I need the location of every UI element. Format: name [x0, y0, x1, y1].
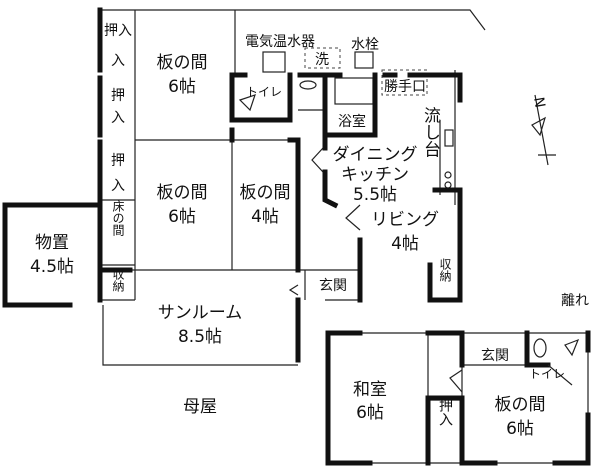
water-heater-label: 電気温水器	[245, 34, 315, 50]
room-itanoma-small: 板の間	[240, 183, 291, 203]
back-door-label: 勝手口	[384, 79, 426, 95]
annex-label: 離れ	[561, 292, 589, 309]
room-storage-size: 4.5帖	[30, 257, 74, 277]
room-washitsu: 和室	[353, 380, 387, 400]
main-house-walls	[2, 7, 463, 363]
tokonoma-label: 床の間	[111, 200, 125, 236]
room-sunroom-size: 8.5帖	[178, 327, 222, 347]
room-annex-itanoma: 板の間	[495, 395, 546, 415]
main-house-thin-walls	[100, 9, 486, 366]
oshiire-1: 押入 入	[104, 23, 132, 69]
bath-label: 浴室	[338, 113, 366, 130]
closet-label: 収納	[111, 268, 125, 292]
kitchen-label: キッチン	[341, 165, 409, 185]
annex-closet-label: 押入	[437, 398, 453, 426]
annex-walls	[325, 330, 591, 466]
room-washitsu-size: 6帖	[356, 403, 384, 423]
oshiire-3: 押	[111, 153, 125, 169]
annex-toilet-label: トイレ	[529, 367, 565, 381]
faucet-label: 水栓	[351, 37, 379, 53]
annex-entrance-label: 玄関	[481, 347, 509, 364]
compass-north: N	[530, 96, 548, 109]
oshiire-3b: 入	[111, 178, 125, 194]
room-sunroom: サンルーム	[158, 303, 243, 323]
room-itanoma-top: 板の間	[157, 53, 208, 73]
room-itanoma-mid: 板の間	[157, 183, 208, 203]
room-annex-itanoma-size: 6帖	[506, 419, 534, 439]
sink-label: 流し台	[420, 106, 441, 157]
dining-label: ダイニング	[333, 145, 418, 165]
north-arrow: N	[530, 94, 556, 166]
room-itanoma-mid-size: 6帖	[168, 207, 196, 227]
toilet-label: トイレ	[246, 85, 282, 99]
room-itanoma-small-size: 4帖	[251, 207, 279, 227]
oshiire-2: 押	[111, 88, 125, 104]
living-size: 4帖	[391, 234, 419, 254]
oshiire-2b: 入	[111, 110, 125, 126]
living-closet-label: 収納	[438, 258, 452, 282]
living-label: リビング	[371, 210, 439, 230]
closet-label: 押入	[104, 23, 132, 39]
dining-kitchen-size: 5.5帖	[353, 185, 397, 205]
room-itanoma-top-size: 6帖	[168, 77, 196, 97]
laundry-label: 洗	[315, 52, 329, 68]
room-storage: 物置	[35, 233, 69, 253]
closet-label-2: 入	[111, 53, 125, 69]
main-house-label: 母屋	[183, 397, 217, 417]
entrance-label: 玄関	[319, 277, 347, 294]
